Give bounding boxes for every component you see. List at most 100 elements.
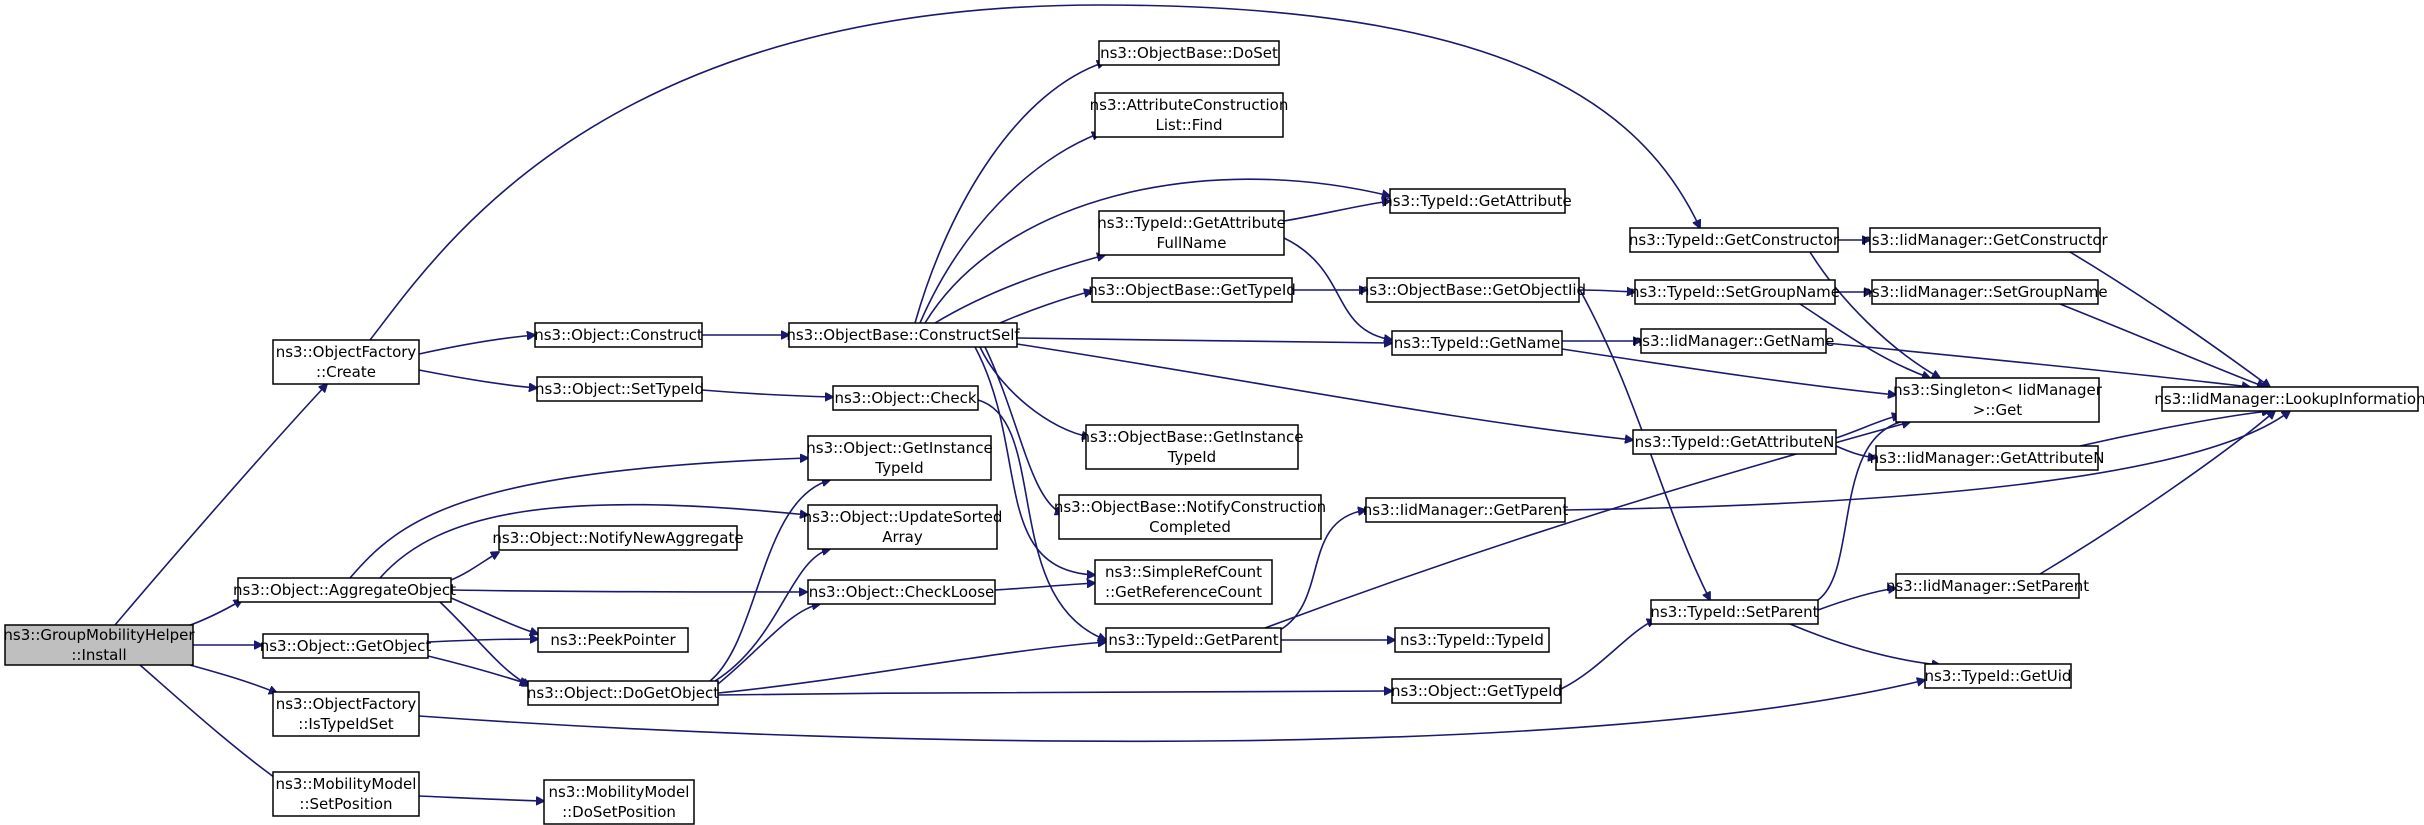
node-box — [1365, 497, 1566, 523]
node-construct[interactable]: ns3::Object::Construct — [534, 322, 703, 348]
node-label: ::Install — [71, 646, 126, 664]
edge-agg-to-updatesorted — [379, 503, 808, 579]
node-iid_getattrn[interactable]: ns3::IidManager::GetAttributeN — [1870, 445, 2105, 471]
node-label: ns3::TypeId::SetParent — [1650, 603, 1818, 621]
node-tid_getattr[interactable]: ns3::TypeId::GetAttribute — [1383, 188, 1572, 214]
node-box — [1632, 429, 1837, 455]
node-tid_getparent[interactable]: ns3::TypeId::GetParent — [1105, 627, 1282, 653]
node-checkloose[interactable]: ns3::Object::CheckLoose — [807, 579, 996, 605]
node-iid_setparent[interactable]: ns3::IidManager::SetParent — [1886, 573, 2089, 599]
node-obj_gettypeid[interactable]: ns3::Object::GetTypeId — [1391, 678, 1562, 704]
node-singleton_get[interactable]: ns3::Singleton< IidManager>::Get — [1893, 377, 2103, 423]
node-box — [807, 435, 992, 481]
node-label: ns3::ObjectBase::GetInstance — [1081, 428, 1304, 446]
node-label: ns3::ObjectFactory — [276, 695, 417, 713]
node-istypeidset[interactable]: ns3::ObjectFactory::IsTypeIdSet — [272, 691, 420, 737]
edge-agg-to-dogetobj — [439, 601, 530, 686]
node-settypeid[interactable]: ns3::Object::SetTypeId — [535, 376, 704, 402]
edge-iid_setparent-to-iid_lookup — [2039, 411, 2275, 575]
node-label: ns3::PeekPointer — [550, 631, 676, 649]
node-notifynewagg[interactable]: ns3::Object::NotifyNewAggregate — [492, 525, 744, 551]
node-tid_typeid[interactable]: ns3::TypeId::TypeId — [1394, 627, 1550, 653]
node-label: ns3::Object::GetInstance — [806, 439, 992, 457]
node-root[interactable]: ns3::GroupMobilityHelper::Install — [3, 624, 195, 666]
node-box — [1085, 424, 1299, 470]
edge-dogetobj-to-getinsttid — [709, 480, 830, 682]
node-label: ns3::Object::Check — [834, 389, 976, 407]
node-box — [1098, 210, 1285, 256]
node-label: ::Create — [316, 363, 376, 381]
node-tid_getctor[interactable]: ns3::TypeId::GetConstructor — [1629, 227, 1840, 253]
edge-constructself-to-doset — [914, 62, 1105, 324]
edge-constructself-to-tid_getattrn — [1016, 343, 1633, 440]
edge-settypeid-to-check — [701, 389, 833, 397]
node-label: >::Get — [1973, 401, 2023, 419]
edge-constructself-to-tid_getname — [1016, 337, 1392, 343]
node-box — [1391, 330, 1563, 356]
node-check[interactable]: ns3::Object::Check — [832, 385, 979, 411]
node-mm_setpos[interactable]: ns3::MobilityModel::SetPosition — [272, 771, 420, 817]
node-iid_getctor[interactable]: ns3::IidManager::GetConstructor — [1862, 227, 2109, 253]
node-mm_dosetpos[interactable]: ns3::MobilityModel::DoSetPosition — [543, 779, 695, 825]
node-tid_getattrn[interactable]: ns3::TypeId::GetAttributeN — [1632, 429, 1837, 455]
node-iid_lookup[interactable]: ns3::IidManager::LookupInformation — [2154, 386, 2424, 412]
edge-root-to-agg — [184, 600, 242, 628]
node-label: ns3::Object::AggregateObject — [233, 581, 456, 599]
node-box — [1391, 678, 1562, 704]
node-ob_getobjtid[interactable]: ns3::ObjectBase::GetObjectIid — [1360, 277, 1586, 303]
node-label: ns3::Object::CheckLoose — [809, 583, 995, 601]
node-label: ns3::IidManager::GetParent — [1363, 501, 1569, 519]
node-getobj[interactable]: ns3::Object::GetObject — [260, 633, 432, 659]
node-dogetobj[interactable]: ns3::Object::DoGetObject — [527, 680, 719, 706]
edge-root-to-istypeidset — [189, 664, 277, 693]
node-constructself[interactable]: ns3::ObjectBase::ConstructSelf — [786, 322, 1020, 348]
node-box — [543, 779, 695, 825]
node-label: ns3::Singleton< IidManager — [1893, 381, 2103, 399]
node-tid_setgroup[interactable]: ns3::TypeId::SetGroupName — [1630, 279, 1840, 305]
edge-of_create-to-settypeid — [418, 369, 537, 388]
edge-dogetobj-to-checkloose — [717, 604, 820, 685]
edge-tid_setparent-to-tid_getuid — [1789, 623, 1940, 665]
edge-agg-to-notifynewagg — [450, 552, 499, 581]
nodes-layer: ns3::GroupMobilityHelper::Installns3::Ob… — [3, 40, 2424, 825]
node-peek[interactable]: ns3::PeekPointer — [537, 627, 689, 653]
node-box — [1394, 627, 1550, 653]
node-label: ns3::Object::GetObject — [260, 637, 432, 655]
edge-iid_getctor-to-iid_lookup — [2069, 251, 2270, 387]
node-label: ns3::Object::Construct — [534, 326, 703, 344]
node-tid_setparent[interactable]: ns3::TypeId::SetParent — [1650, 599, 1819, 625]
edge-istypeidset-to-tid_getuid — [418, 680, 1925, 743]
edge-iid_getname-to-iid_lookup — [1825, 342, 2250, 387]
node-agg[interactable]: ns3::Object::AggregateObject — [233, 577, 456, 603]
node-label: ::GetReferenceCount — [1105, 583, 1262, 601]
edge-ob_getobjtid-to-tid_setgroup — [1578, 290, 1635, 292]
node-doset[interactable]: ns3::ObjectBase::DoSet — [1098, 40, 1280, 66]
node-box — [807, 504, 998, 550]
node-box — [1650, 599, 1819, 625]
node-label: TypeId — [1167, 448, 1216, 466]
node-box — [1640, 328, 1827, 354]
node-label: ns3::ObjectFactory — [276, 343, 417, 361]
node-src_getref[interactable]: ns3::SimpleRefCount::GetReferenceCount — [1094, 559, 1273, 605]
node-of_create[interactable]: ns3::ObjectFactory::Create — [272, 339, 420, 385]
edge-obj_gettypeid-to-tid_setparent — [1560, 620, 1655, 690]
node-box — [1098, 40, 1280, 66]
node-ob_gettypeid[interactable]: ns3::ObjectBase::GetTypeId — [1088, 277, 1296, 303]
node-tid_getuid[interactable]: ns3::TypeId::GetUid — [1924, 663, 2072, 689]
node-label: ns3::SimpleRefCount — [1105, 563, 1262, 581]
node-box — [788, 322, 1018, 348]
node-iid_getname[interactable]: ns3::IidManager::GetName — [1633, 328, 1835, 354]
node-label: TypeId — [874, 459, 923, 477]
edge-constructself-to-ob_getinsttid — [979, 346, 1090, 437]
node-tid_getname[interactable]: ns3::TypeId::GetName — [1391, 330, 1563, 356]
node-iid_setgroup[interactable]: ns3::IidManager::SetGroupName — [1862, 279, 2108, 305]
edge-root-to-mm_setpos — [139, 664, 285, 785]
node-iid_getparent[interactable]: ns3::IidManager::GetParent — [1363, 497, 1569, 523]
node-ob_notify[interactable]: ns3::ObjectBase::NotifyConstructionCompl… — [1054, 494, 1326, 540]
node-label: ns3::TypeId::GetConstructor — [1629, 231, 1840, 249]
